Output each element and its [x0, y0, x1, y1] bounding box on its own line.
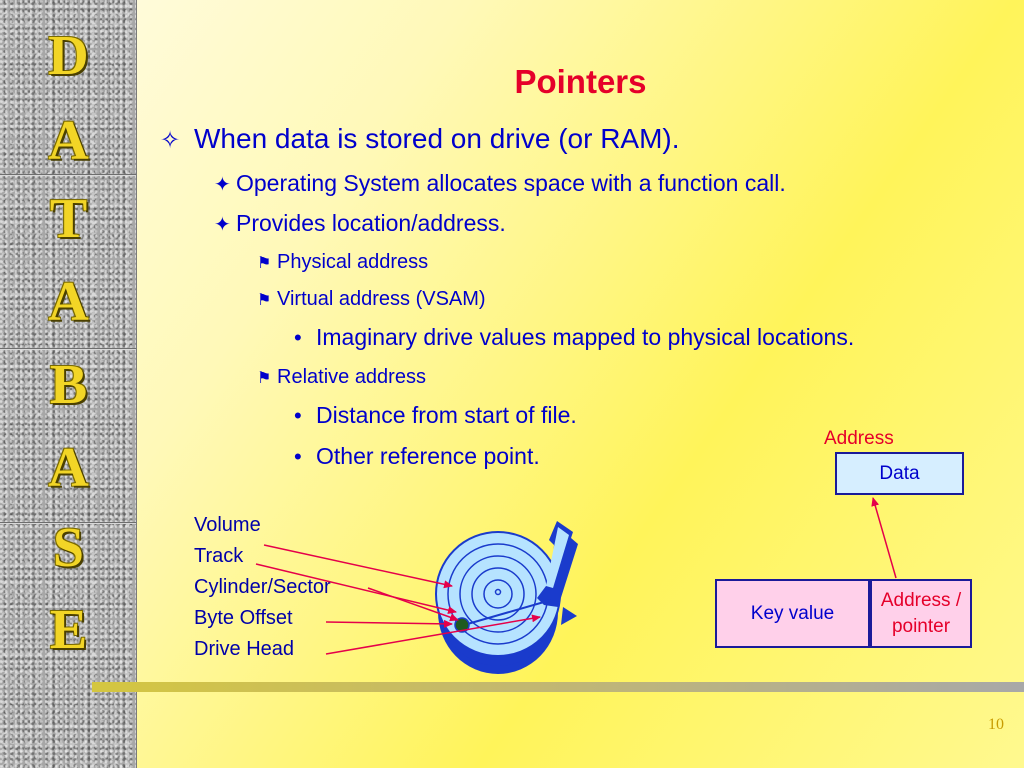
- sidebar-letter: E: [49, 599, 88, 661]
- sidebar-letter: T: [49, 188, 88, 250]
- sidebar-letter: A: [48, 437, 89, 499]
- page-number: 10: [988, 716, 1004, 733]
- disk-label-connectors: [255, 544, 541, 655]
- disk-label-drive-head: Drive Head: [194, 638, 295, 660]
- flag-icon: ⚑: [257, 370, 272, 387]
- star-icon: ✦: [214, 174, 231, 196]
- data-box: Data: [835, 452, 964, 495]
- bullet-level-3: ⚑ Physical address: [257, 250, 428, 276]
- bullet-level-2: ✦Operating System allocates space with a…: [214, 169, 786, 199]
- key-value-box: Key value: [715, 579, 870, 648]
- bullet-level-1: ✧ When data is stored on drive (or RAM).: [160, 122, 680, 158]
- sidebar-letter: A: [48, 271, 89, 333]
- bullet-text: Provides location/address.: [236, 210, 506, 236]
- bullet-level-3: ⚑ Relative address: [257, 365, 426, 391]
- bullet-text: Relative address: [277, 366, 426, 388]
- flag-icon: ⚑: [257, 255, 272, 272]
- bullet-text: Imaginary drive values mapped to physica…: [316, 324, 855, 350]
- bullet-level-4: • Other reference point.: [294, 442, 540, 471]
- address-pointer-line2: pointer: [891, 615, 951, 637]
- bullet-text: Virtual address (VSAM): [277, 288, 486, 310]
- drive-arm-icon: [454, 521, 578, 633]
- disk-label-track: Track: [194, 545, 244, 567]
- flag-icon: ⚑: [257, 292, 272, 309]
- star-icon: ✦: [214, 214, 231, 236]
- sidebar-letter: A: [48, 110, 89, 172]
- dot-icon: •: [294, 444, 302, 469]
- sidebar-letter: D: [48, 25, 89, 87]
- sidebar-edge: [136, 0, 137, 768]
- outline-star-icon: ✧: [160, 127, 181, 154]
- address-label: Address: [824, 428, 894, 449]
- bullet-level-4: • Imaginary drive values mapped to physic…: [294, 323, 854, 352]
- bullet-level-3: ⚑ Virtual address (VSAM): [257, 287, 486, 313]
- bullet-text: Physical address: [277, 251, 429, 273]
- sidebar-seam: [0, 348, 137, 350]
- bullet-text: Other reference point.: [316, 443, 540, 469]
- slide-title: Pointers: [514, 63, 647, 100]
- database-sidebar: D A T A B A S E: [0, 0, 137, 768]
- dot-icon: •: [294, 325, 302, 350]
- bullet-text: Distance from start of file.: [316, 402, 577, 428]
- sidebar-seam: [0, 522, 137, 524]
- bullet-text: When data is stored on drive (or RAM).: [194, 123, 680, 154]
- footer-rule: [92, 682, 1024, 692]
- pointer-arrow: [871, 497, 897, 579]
- address-pointer-line1: Address /: [880, 589, 962, 611]
- dot-icon: •: [294, 403, 302, 428]
- bullet-level-4: • Distance from start of file.: [294, 401, 577, 430]
- disk-label-byte-offset: Byte Offset: [194, 607, 293, 629]
- sidebar-letter: B: [49, 354, 88, 416]
- sidebar-seam: [0, 174, 137, 176]
- sidebar-letter: S: [52, 517, 85, 579]
- address-pointer-box: Address / pointer: [870, 579, 972, 648]
- bullet-text: Operating System allocates space with a …: [236, 170, 786, 196]
- bullet-level-2: ✦Provides location/address.: [214, 209, 506, 239]
- disk-label-volume: Volume: [194, 514, 261, 536]
- disk-label-cylinder-sector: Cylinder/Sector: [194, 576, 331, 598]
